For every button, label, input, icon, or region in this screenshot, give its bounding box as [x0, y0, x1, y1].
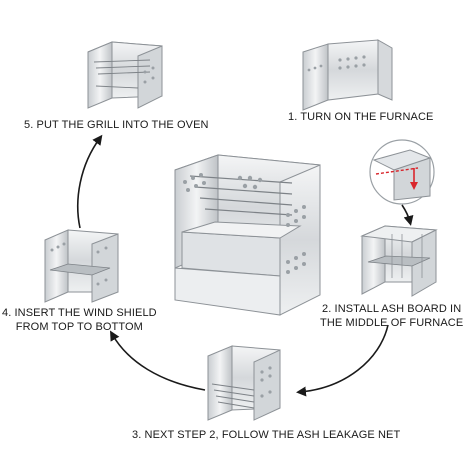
insert-indicator-image [369, 139, 435, 205]
insert-indicator-dash [375, 167, 419, 175]
grill-stove-image [87, 41, 163, 109]
ash-leakage-net-stove-image [207, 345, 281, 421]
cycle-arrow-4-to-5-icon [77, 134, 103, 229]
wind-shield-stove-image [44, 229, 119, 303]
step-2-label: 2. INSTALL ASH BOARD IN THE MIDDLE OF FU… [320, 302, 463, 330]
stove-assembled-image [174, 154, 321, 316]
step-5-line-1: 5. PUT THE GRILL INTO THE OVEN [24, 119, 209, 131]
step-5-label: 5. PUT THE GRILL INTO THE OVEN [24, 118, 209, 132]
step-4-label: 4. INSERT THE WIND SHIELD FROM TOP TO BO… [2, 306, 157, 334]
step-4-line-1: 4. INSERT THE WIND SHIELD [2, 307, 157, 319]
step-4-line-2: FROM TOP TO BOTTOM [15, 321, 143, 333]
step-3-line-1: 3. NEXT STEP 2, FOLLOW THE ASH LEAKAGE N… [132, 429, 401, 441]
stove-open-panels-image [302, 39, 393, 111]
step-3-label: 3. NEXT STEP 2, FOLLOW THE ASH LEAKAGE N… [132, 428, 400, 442]
cycle-arrow-icon [401, 204, 414, 226]
step-1-line-1: 1. TURN ON THE FURNACE [288, 111, 434, 123]
cycle-arrow-2-to-3-icon [296, 324, 389, 397]
step-2-line-1: 2. INSTALL ASH BOARD IN [322, 303, 462, 315]
ash-board-stove-image [360, 225, 438, 297]
step-2-line-2: THE MIDDLE OF FURNACE [320, 317, 464, 329]
cycle-arrow-3-to-4-icon [110, 330, 206, 391]
step-1-label: 1. TURN ON THE FURNACE [288, 110, 433, 124]
